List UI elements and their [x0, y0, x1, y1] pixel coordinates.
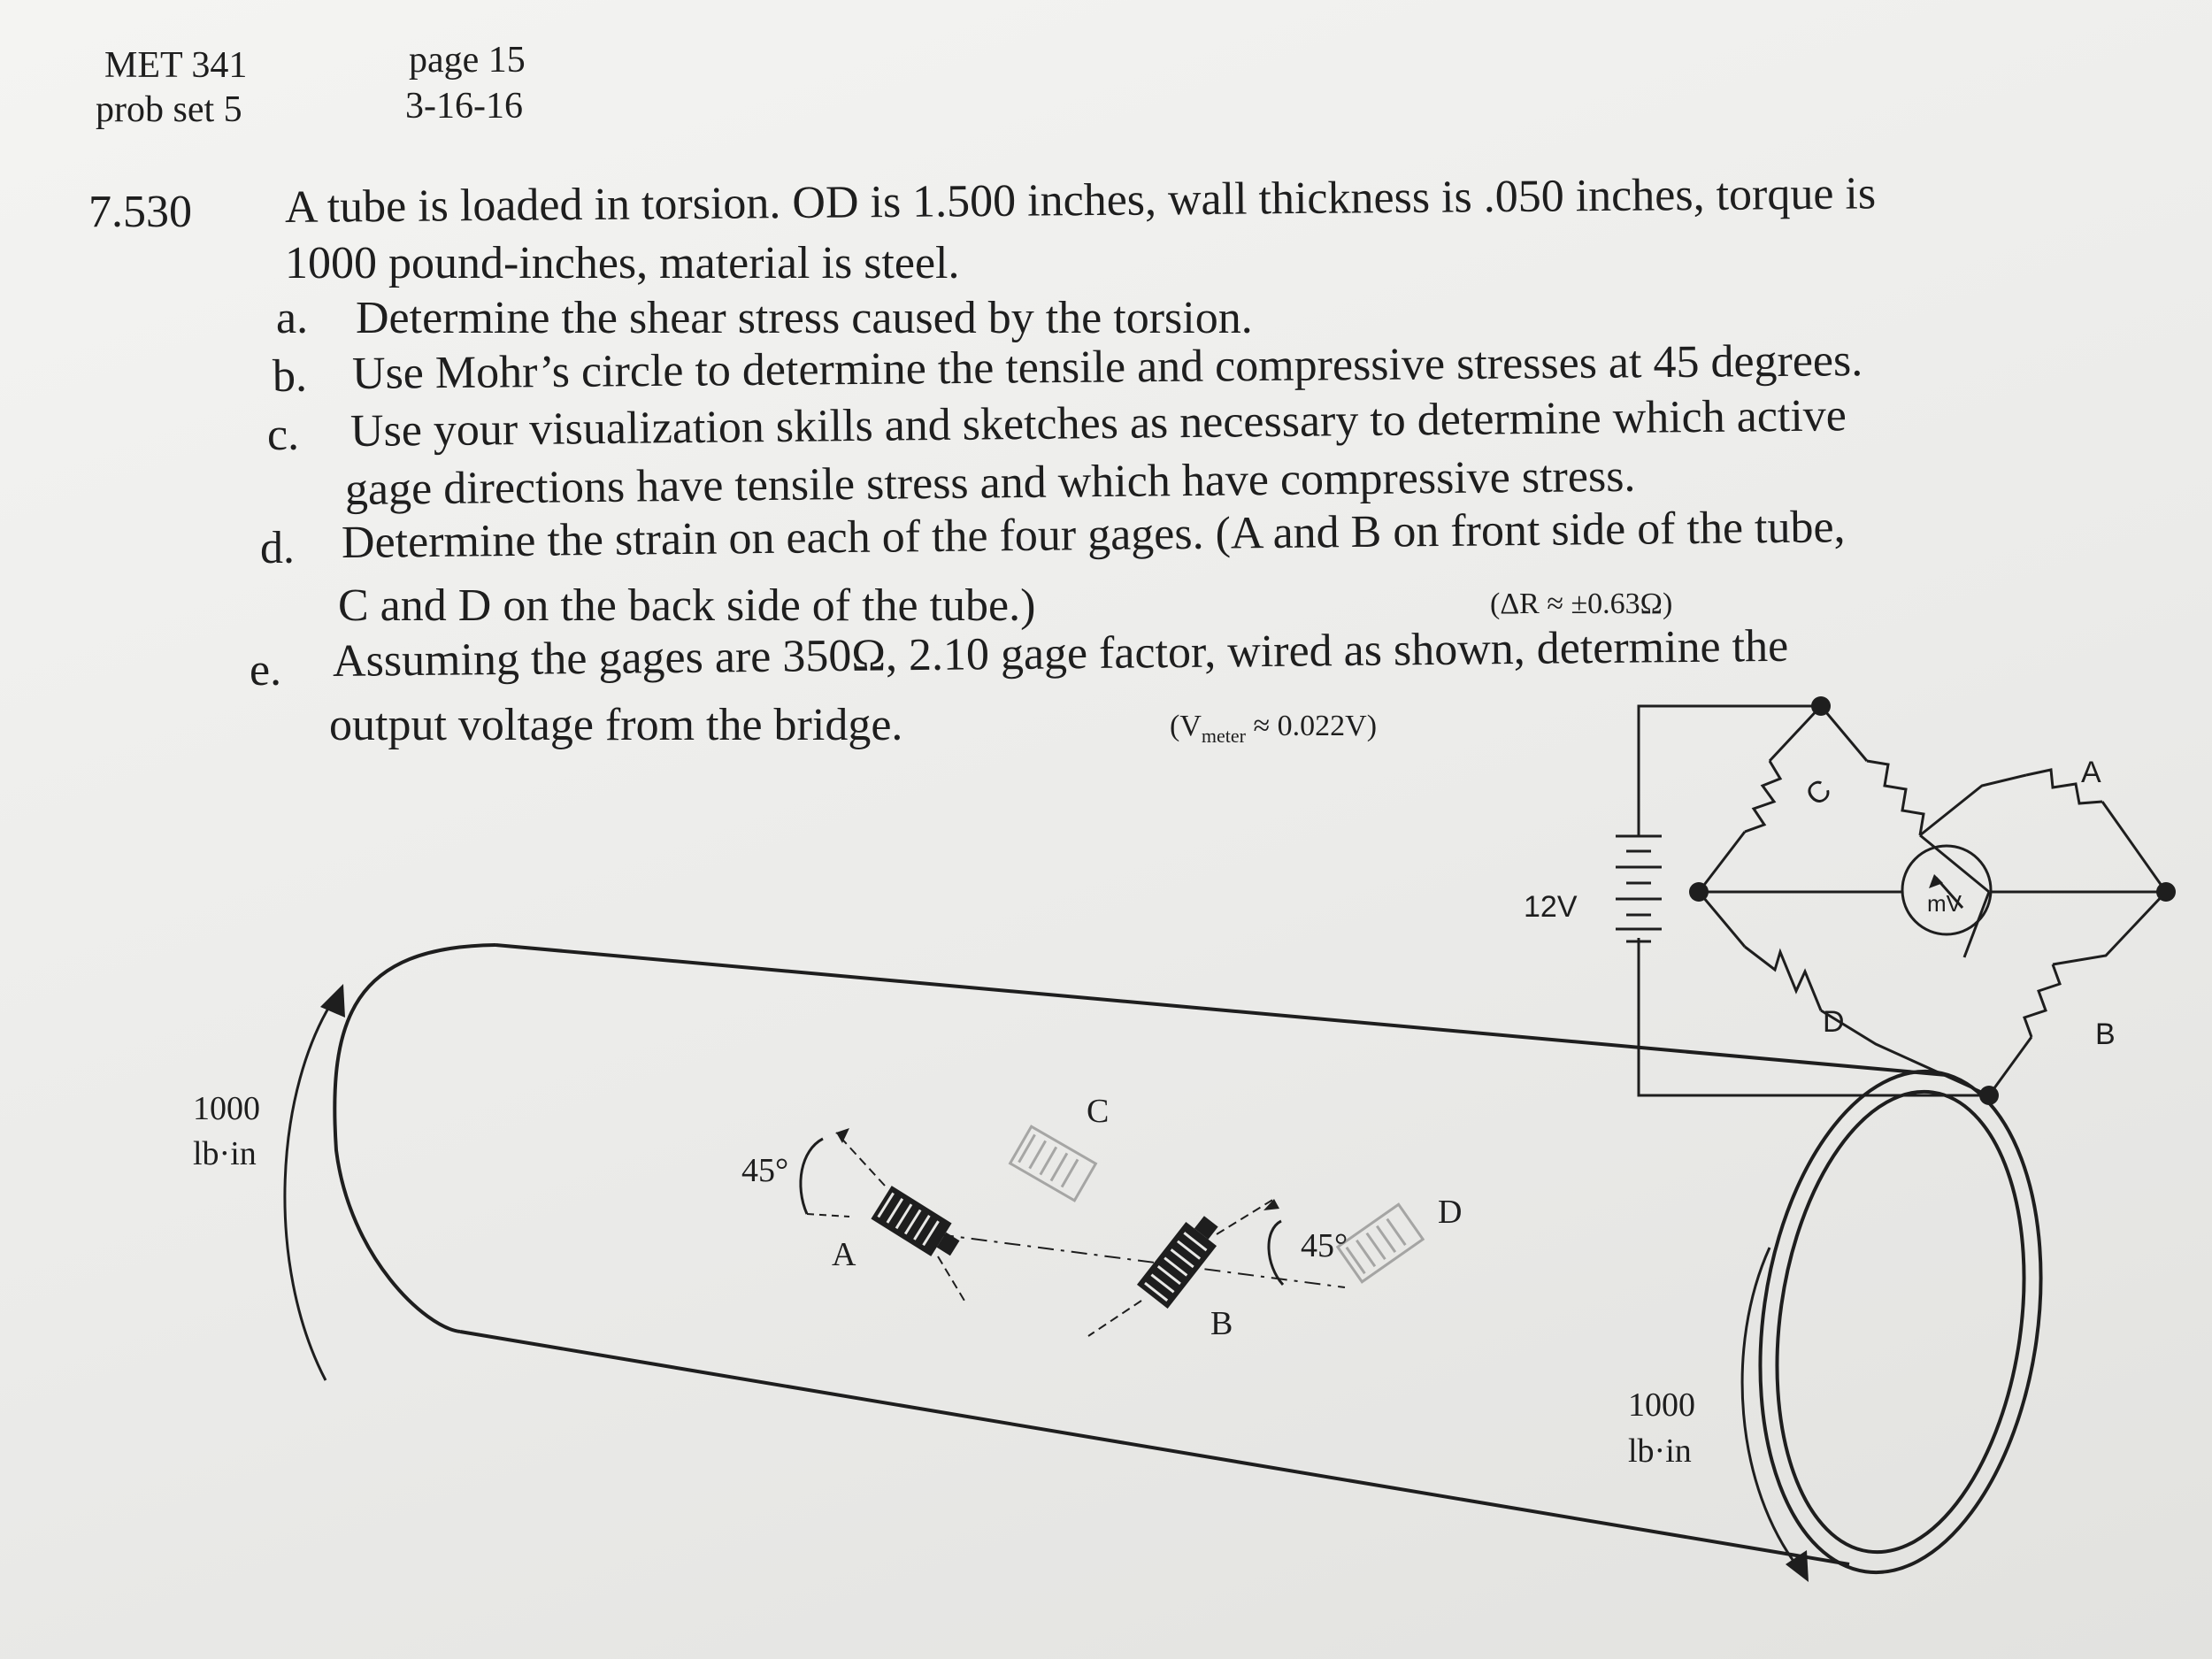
gage-a — [871, 1186, 960, 1256]
part-a-text: Determine the shear stress caused by the… — [356, 293, 1253, 343]
tube-left-end — [333, 943, 496, 1333]
problem-number: 7.530 — [88, 187, 192, 237]
gage-a-axis-upper — [835, 1132, 886, 1187]
header-date: 3-16-16 — [405, 86, 523, 127]
tube — [333, 943, 2043, 1575]
battery-cells — [1616, 834, 1662, 943]
arm-a-lead-top — [1819, 705, 1869, 762]
part-e-letter: e. — [250, 645, 282, 695]
arm-a-right-lead — [2101, 801, 2168, 893]
arm-a-lead-bottom — [1919, 833, 1990, 894]
tube-top-edge — [495, 943, 1947, 1077]
resistor-b — [2023, 964, 2062, 1038]
bridge-label-a: A — [2081, 756, 2101, 789]
gage-c — [1008, 1125, 1098, 1202]
meter-label: mV — [1927, 890, 1962, 917]
torque-left-unit: lb·in — [193, 1135, 257, 1172]
part-a-letter: a. — [276, 293, 309, 343]
gage-a-angle-arc — [799, 1137, 824, 1215]
gage-b-axis-upper — [1216, 1198, 1275, 1235]
bridge-bottom-wire — [1637, 938, 1989, 1097]
gage-b-angle: 45° — [1301, 1227, 1348, 1264]
bridge-top-wire — [1637, 704, 1821, 836]
gage-b-axis-lower — [1087, 1300, 1142, 1337]
problem-statement-line-2: 1000 pound-inches, material is steel. — [285, 238, 960, 288]
part-e-text-2: output voltage from the bridge. — [329, 700, 903, 750]
course-code: MET 341 — [104, 45, 248, 86]
meter-needle-tip — [1929, 874, 1943, 888]
arm-c-lead-bottom — [1697, 831, 1747, 893]
part-d-text-2: C and D on the back side of the tube.) — [338, 580, 1036, 631]
torque-right-unit: lb·in — [1628, 1432, 1692, 1470]
resistor-d — [1744, 945, 1823, 1011]
bridge-label-c: C — [1800, 772, 1838, 812]
part-c-letter: c. — [267, 410, 300, 460]
resistor-a-right — [2025, 768, 2103, 805]
page-number: page 15 — [409, 40, 526, 81]
millivolt-meter — [1901, 844, 1993, 936]
node-right — [2156, 882, 2176, 902]
node-bottom — [1979, 1086, 1999, 1105]
gage-c-label: C — [1087, 1093, 1109, 1130]
wheatstone-bridge — [1616, 704, 2168, 1097]
torque-right-arrowhead — [1786, 1550, 1809, 1582]
arm-d-lead-top — [1697, 891, 1747, 948]
torque-right-value: 1000 — [1628, 1386, 1695, 1424]
problem-set: prob set 5 — [96, 89, 242, 130]
tube-right-end-inner — [1775, 1089, 2026, 1555]
gage-d — [1335, 1202, 1425, 1284]
tube-bottom-edge — [459, 1330, 1850, 1566]
gage-a-angle: 45° — [741, 1152, 788, 1189]
resistor-c — [1744, 760, 1783, 833]
gage-b-angle-arc — [1267, 1219, 1285, 1286]
arm-b-lead-top — [1962, 891, 1991, 958]
torque-left-arrow — [283, 995, 338, 1381]
arm-a-upper — [1919, 773, 2027, 837]
gage-b — [1136, 1216, 1218, 1310]
torque-left-value: 1000 — [193, 1090, 260, 1127]
torque-left-arrowhead — [320, 984, 345, 1018]
resistor-a — [1866, 759, 1925, 836]
node-left — [1689, 882, 1709, 902]
gage-d-label: D — [1438, 1194, 1462, 1231]
arm-b-lead-bottom — [1987, 1036, 2033, 1096]
bridge-label-b: B — [2095, 1018, 2116, 1051]
vmeter-note: (Vmeter ≈ 0.022V) — [1170, 710, 1378, 747]
arm-d-lead-bottom — [1820, 1009, 1990, 1097]
torque-right-arrow — [1740, 1247, 1802, 1571]
gage-a-axis-lower — [937, 1256, 965, 1302]
gage-a-grid — [871, 1186, 952, 1256]
gage-a-label: A — [832, 1236, 856, 1273]
arm-c-lead-top — [1768, 704, 1823, 763]
node-top — [1811, 696, 1831, 716]
bridge-label-d: D — [1823, 1005, 1845, 1039]
gage-b-label: B — [1210, 1305, 1233, 1342]
delta-r-note: (ΔR ≈ ±0.63Ω) — [1490, 588, 1673, 620]
arm-b-lead-right — [2052, 890, 2168, 966]
battery-label: 12V — [1524, 890, 1578, 924]
part-d-letter: d. — [260, 523, 295, 573]
